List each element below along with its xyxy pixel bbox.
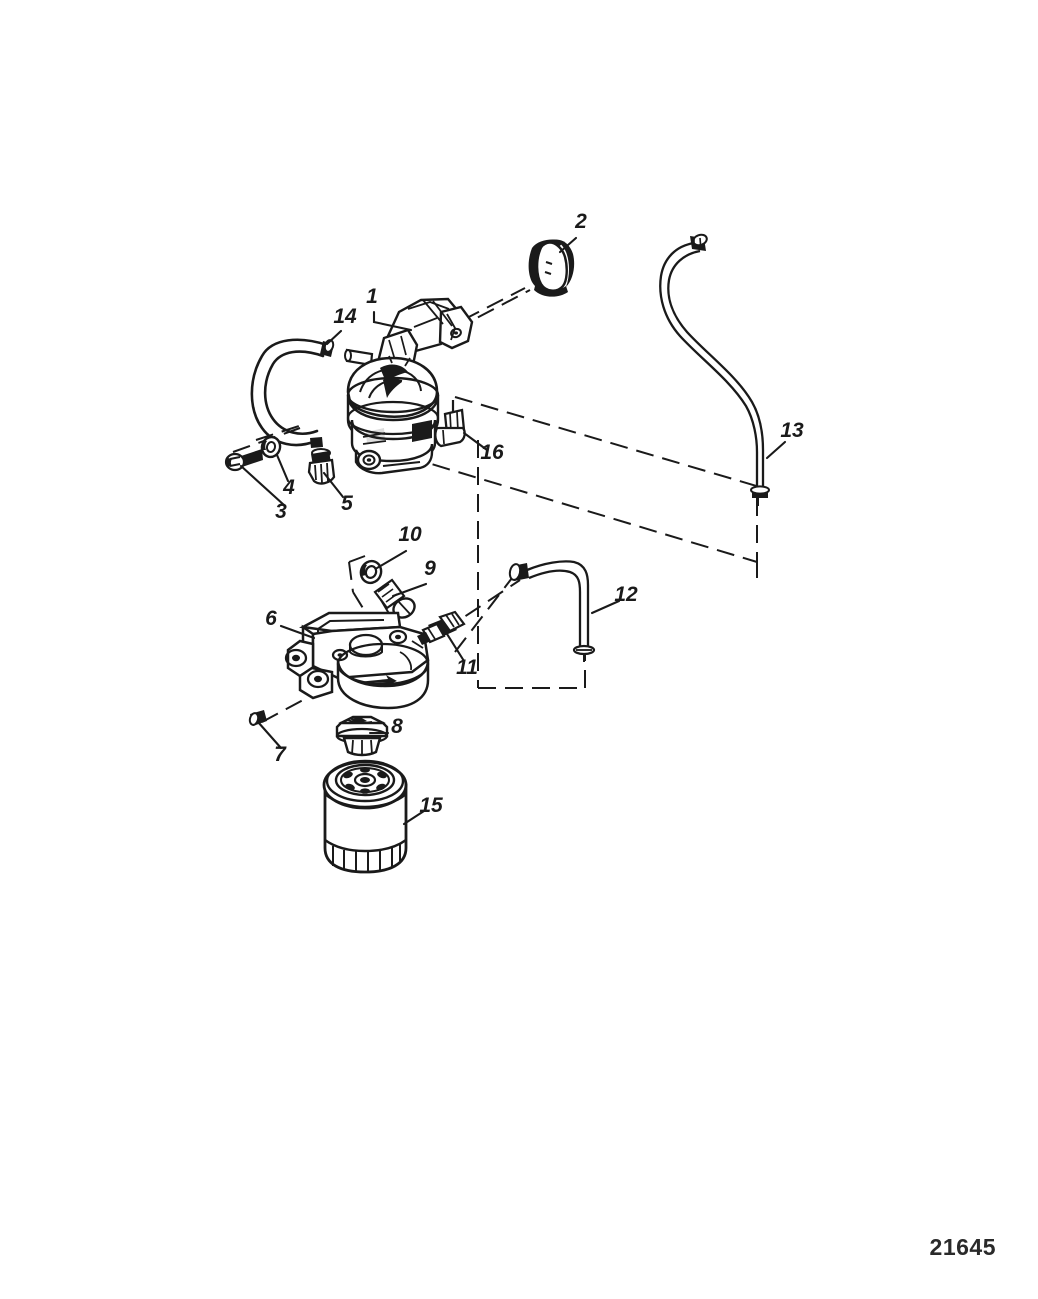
callout-number-13: 13 [780,419,804,442]
callout-number-12: 12 [614,583,638,606]
leader-13 [765,440,787,460]
part-fitting-tee [434,400,466,448]
part-fuel-hose [250,338,335,448]
callout-number-4: 4 [282,476,295,499]
leader-9 [391,582,428,598]
callout-number-10: 10 [398,523,422,546]
part-filter-mounting-nut [335,715,389,757]
leader-10 [375,549,408,570]
part-fuel-filter-base [284,611,430,710]
callout-number-15: 15 [419,794,443,817]
callout-number-3: 3 [275,500,287,523]
callout-number-6: 6 [265,607,277,630]
part-fuel-pump [344,297,474,475]
part-washer-seal [359,559,383,585]
callout-number-11: 11 [456,656,478,679]
diagram-id-number: 21645 [929,1234,996,1260]
part-plug-screw [248,710,267,726]
callout-number-14: 14 [333,305,357,328]
callout-number-7: 7 [274,743,287,766]
callout-leader-lines [239,236,787,826]
leader-7 [256,720,283,750]
callout-number-1: 1 [366,285,378,308]
part-retainer-clip [528,239,575,297]
part-fitting-elbow [307,448,336,485]
callout-number-2: 2 [574,210,587,233]
leader-12 [590,599,621,615]
part-fuel-filter-element [322,759,408,874]
callout-number-9: 9 [424,557,436,580]
leader-16 [462,431,489,452]
leader-15 [402,809,426,826]
leader-11 [445,632,466,663]
part-washer [260,435,282,459]
callout-number-8: 8 [391,715,403,738]
leader-5 [322,471,345,499]
leader-6 [279,624,316,640]
leader-14 [325,329,343,346]
part-bolt [224,449,263,472]
callout-number-16: 16 [480,441,504,464]
leader-4 [275,453,290,483]
part-fuel-line-long [659,233,770,506]
callout-number-5: 5 [341,492,353,515]
leader-3 [239,464,286,507]
part-fuel-line-short [508,560,596,662]
leader-1 [372,310,413,332]
leader-2 [558,236,578,254]
part-fitting-connector [417,610,466,645]
